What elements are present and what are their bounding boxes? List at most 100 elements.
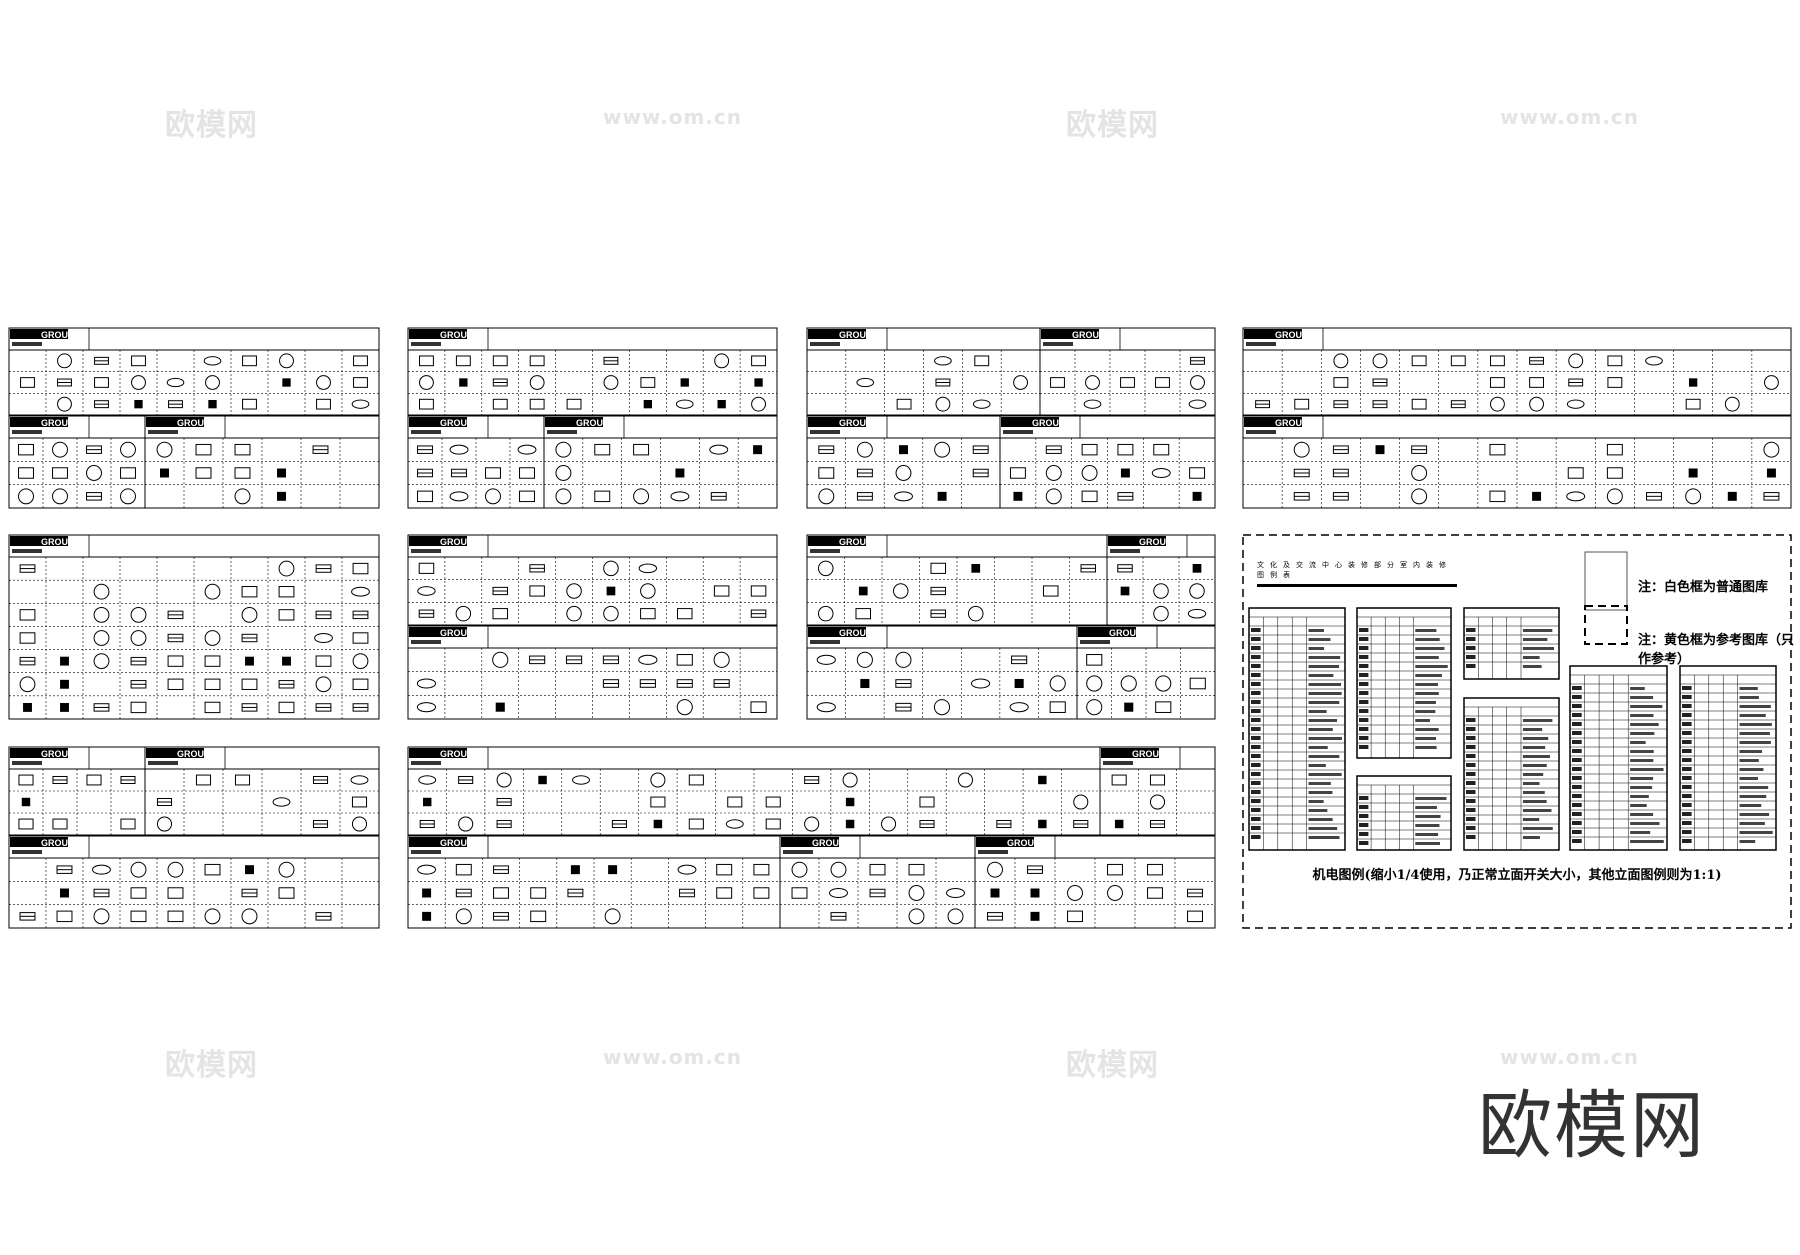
furniture-symbol [935,396,951,412]
furniture-symbol [419,375,434,390]
furniture-symbol [455,355,471,367]
section-title [783,850,813,854]
table-frame [1463,697,1560,851]
furniture-symbol [316,375,331,390]
furniture-symbol [1081,490,1098,503]
furniture-symbol [485,467,501,479]
table-frame [1248,607,1346,851]
table-cell-text [1359,823,1369,827]
furniture-symbol [842,772,858,788]
drawing-panel: GROUP [806,625,1078,720]
furniture-symbol [987,861,1003,878]
table-cell-text [1572,740,1582,744]
watermark-url: www.om.cn [1500,1045,1640,1069]
section-title [1003,430,1033,434]
table-cell-text [1415,656,1439,659]
furniture-symbol [242,355,257,367]
furniture-symbol [1294,398,1310,410]
furniture-symbol [167,655,184,667]
table-cell-text [1739,804,1762,807]
furniture-symbol [1189,583,1205,599]
furniture-symbol [1489,443,1506,456]
furniture-symbol [419,355,434,367]
drawing-panel: GROUP [1106,534,1216,626]
table-cell-text [1630,705,1663,708]
furniture-symbol [204,655,221,667]
furniture-symbol [688,774,704,786]
furniture-symbol [419,398,434,410]
furniture-symbol [416,678,437,689]
group-header-block [146,748,204,758]
table-cell-text [1415,824,1440,827]
furniture-symbol [492,398,508,410]
furniture-symbol [485,488,501,505]
furniture-symbol [937,491,947,501]
furniture-symbol [1566,399,1585,409]
furniture-symbol [52,467,68,479]
table-cell-text [1251,799,1261,803]
furniture-symbol [633,488,650,505]
furniture-symbol [1333,353,1349,369]
table-cell-text [1739,777,1758,780]
furniture-symbol [816,702,836,713]
furniture-symbol [1081,465,1098,481]
table-cell-text [1682,695,1692,699]
group-header-label: GROUP [812,838,845,848]
table-cell-text [1630,732,1655,735]
furniture-symbol [1489,490,1506,503]
furniture-symbol [716,887,733,899]
furniture-symbol [675,468,685,478]
table-cell-text [1308,683,1342,686]
furniture-symbol [18,818,34,830]
group-header-block [808,536,866,546]
furniture-symbol [1450,355,1466,367]
drawing-panel: GROUP [144,415,380,509]
furniture-symbol [750,585,767,597]
furniture-symbol [791,861,808,878]
table-cell-text [1466,718,1476,722]
furniture-symbol [894,491,913,502]
furniture-symbol [1568,353,1584,369]
furniture-symbol [971,563,981,573]
furniture-symbol [638,654,658,665]
furniture-symbol [856,651,873,668]
furniture-symbol [1114,819,1124,829]
furniture-symbol [234,467,251,479]
table-cell-text [1522,827,1553,830]
table-cell-text [1466,736,1476,740]
table-cell-text [1359,682,1369,686]
furniture-symbol [1685,488,1702,505]
watermark-url: www.om.cn [603,1045,743,1069]
furniture-symbol [830,861,847,878]
table-frame [1569,665,1668,851]
furniture-symbol [1086,699,1103,716]
table-cell-text [1522,647,1555,650]
section-title [1246,342,1276,346]
furniture-symbol [1124,702,1134,712]
drawing-panel: GROUP [144,746,380,836]
table-frame [1356,775,1452,851]
furniture-symbol [899,445,908,455]
furniture-symbol [1086,654,1103,666]
furniture-symbol [895,651,912,668]
furniture-symbol [156,816,173,832]
watermark-brand: 欧模网 [1066,108,1159,143]
table-cell-text [1739,822,1765,825]
table-cell-text [1630,759,1654,762]
table-cell-text [1739,750,1762,753]
furniture-symbol [120,441,136,458]
table-cell-text [1308,701,1340,704]
legend-table [1679,665,1777,851]
table-cell-text [1415,806,1437,809]
furniture-symbol [279,353,294,369]
furniture-symbol [608,865,618,875]
furniture-symbol [908,885,925,901]
table-cell-text [1359,691,1369,695]
drawing-panel: GROUP [407,327,778,416]
table-cell-text [1308,818,1333,821]
furniture-symbol [676,654,693,666]
table-cell-text [1630,804,1647,807]
furniture-symbol [455,863,472,876]
furniture-symbol [603,375,619,390]
furniture-symbol [449,491,469,502]
